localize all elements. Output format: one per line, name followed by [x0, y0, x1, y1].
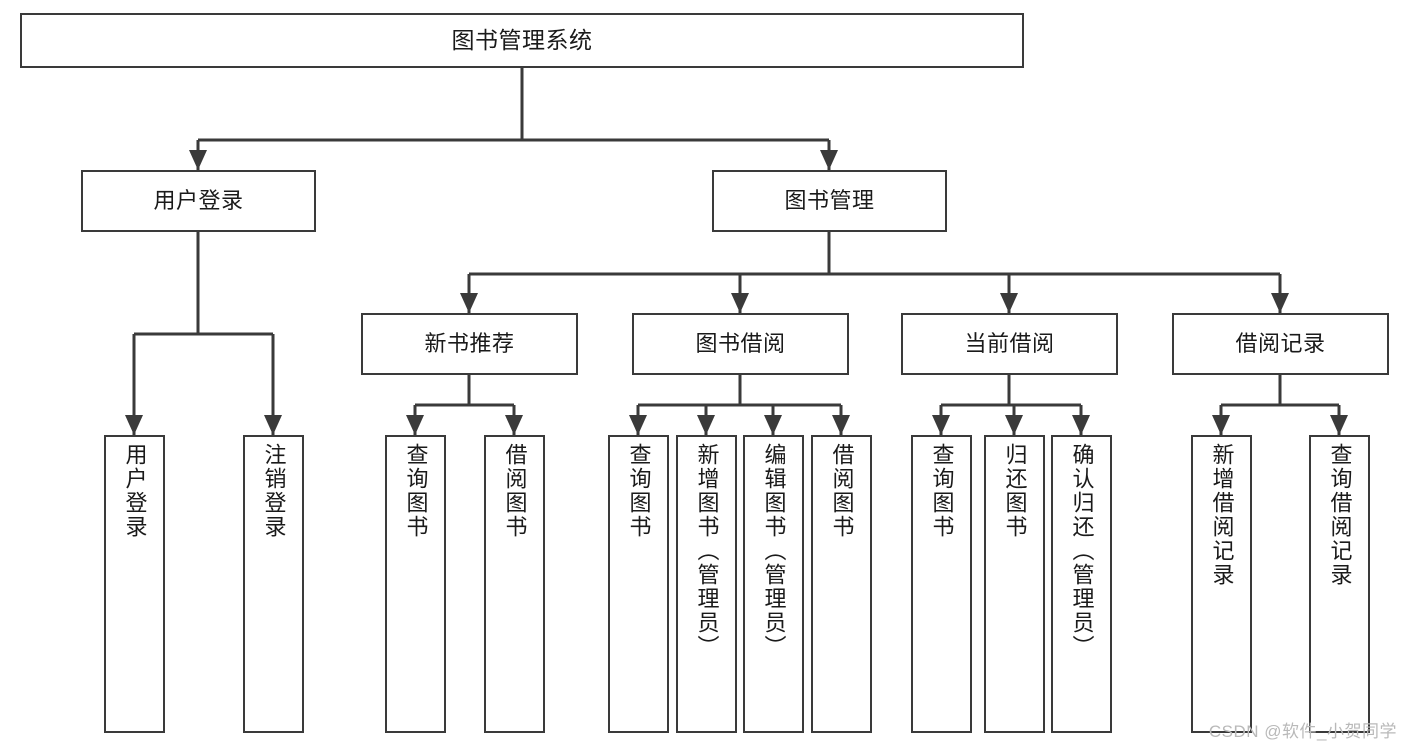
node-label: 图书借阅 — [695, 331, 786, 357]
node-bookmgmt: 图书管理 — [712, 170, 947, 232]
node-label: 查询图书 — [403, 443, 429, 539]
arrowhead-icon — [697, 415, 715, 435]
arrowhead-icon — [264, 415, 282, 435]
node-label: 借阅图书 — [829, 443, 855, 539]
node-label: 新增借阅记录 — [1209, 443, 1235, 587]
arrowhead-icon — [1212, 415, 1230, 435]
arrowhead-icon — [1072, 415, 1090, 435]
arrowhead-icon — [1271, 293, 1289, 313]
node-label: 查询借阅记录 — [1327, 443, 1353, 587]
node-label: 查询图书 — [929, 443, 955, 539]
arrowhead-icon — [505, 415, 523, 435]
arrowhead-icon — [932, 415, 950, 435]
arrowhead-icon — [1005, 415, 1023, 435]
node-leaf-bw-edit: 编辑图书（管理员） — [743, 435, 804, 733]
arrowhead-icon — [125, 415, 143, 435]
node-login: 用户登录 — [81, 170, 316, 232]
node-label: 确认归还（管理员） — [1069, 443, 1095, 659]
arrowhead-icon — [731, 293, 749, 313]
node-leaf-cur-return: 归还图书 — [984, 435, 1045, 733]
node-label: 图书管理系统 — [451, 27, 593, 54]
node-label: 用户登录 — [153, 188, 244, 214]
node-leaf-rec-add: 新增借阅记录 — [1191, 435, 1252, 733]
node-leaf-user-logout: 注销登录 — [243, 435, 304, 733]
node-label: 图书管理 — [784, 188, 875, 214]
arrowhead-icon — [1330, 415, 1348, 435]
node-borrow: 图书借阅 — [632, 313, 849, 375]
node-label: 编辑图书（管理员） — [761, 443, 787, 659]
node-leaf-bw-add: 新增图书（管理员） — [676, 435, 737, 733]
node-newbook: 新书推荐 — [361, 313, 578, 375]
node-current: 当前借阅 — [901, 313, 1118, 375]
node-label: 当前借阅 — [964, 331, 1055, 357]
arrowhead-icon — [764, 415, 782, 435]
arrowhead-icon — [629, 415, 647, 435]
node-leaf-bw-query: 查询图书 — [608, 435, 669, 733]
node-label: 新增图书（管理员） — [694, 443, 720, 659]
node-leaf-nb-query: 查询图书 — [385, 435, 446, 733]
arrowhead-icon — [820, 150, 838, 170]
node-leaf-cur-query: 查询图书 — [911, 435, 972, 733]
node-leaf-bw-borrow: 借阅图书 — [811, 435, 872, 733]
arrowhead-icon — [406, 415, 424, 435]
node-label: 注销登录 — [261, 443, 287, 539]
node-root: 图书管理系统 — [20, 13, 1024, 68]
node-label: 借阅图书 — [502, 443, 528, 539]
node-records: 借阅记录 — [1172, 313, 1389, 375]
node-leaf-cur-confirm: 确认归还（管理员） — [1051, 435, 1112, 733]
node-label: 新书推荐 — [424, 331, 515, 357]
node-label: 查询图书 — [626, 443, 652, 539]
node-label: 归还图书 — [1002, 443, 1028, 539]
arrowhead-icon — [1000, 293, 1018, 313]
node-leaf-user-login: 用户登录 — [104, 435, 165, 733]
node-label: 借阅记录 — [1235, 331, 1326, 357]
arrowhead-icon — [832, 415, 850, 435]
node-label: 用户登录 — [122, 443, 148, 539]
arrowhead-icon — [460, 293, 478, 313]
arrowhead-icon — [189, 150, 207, 170]
node-leaf-rec-query: 查询借阅记录 — [1309, 435, 1370, 733]
node-leaf-nb-borrow: 借阅图书 — [484, 435, 545, 733]
